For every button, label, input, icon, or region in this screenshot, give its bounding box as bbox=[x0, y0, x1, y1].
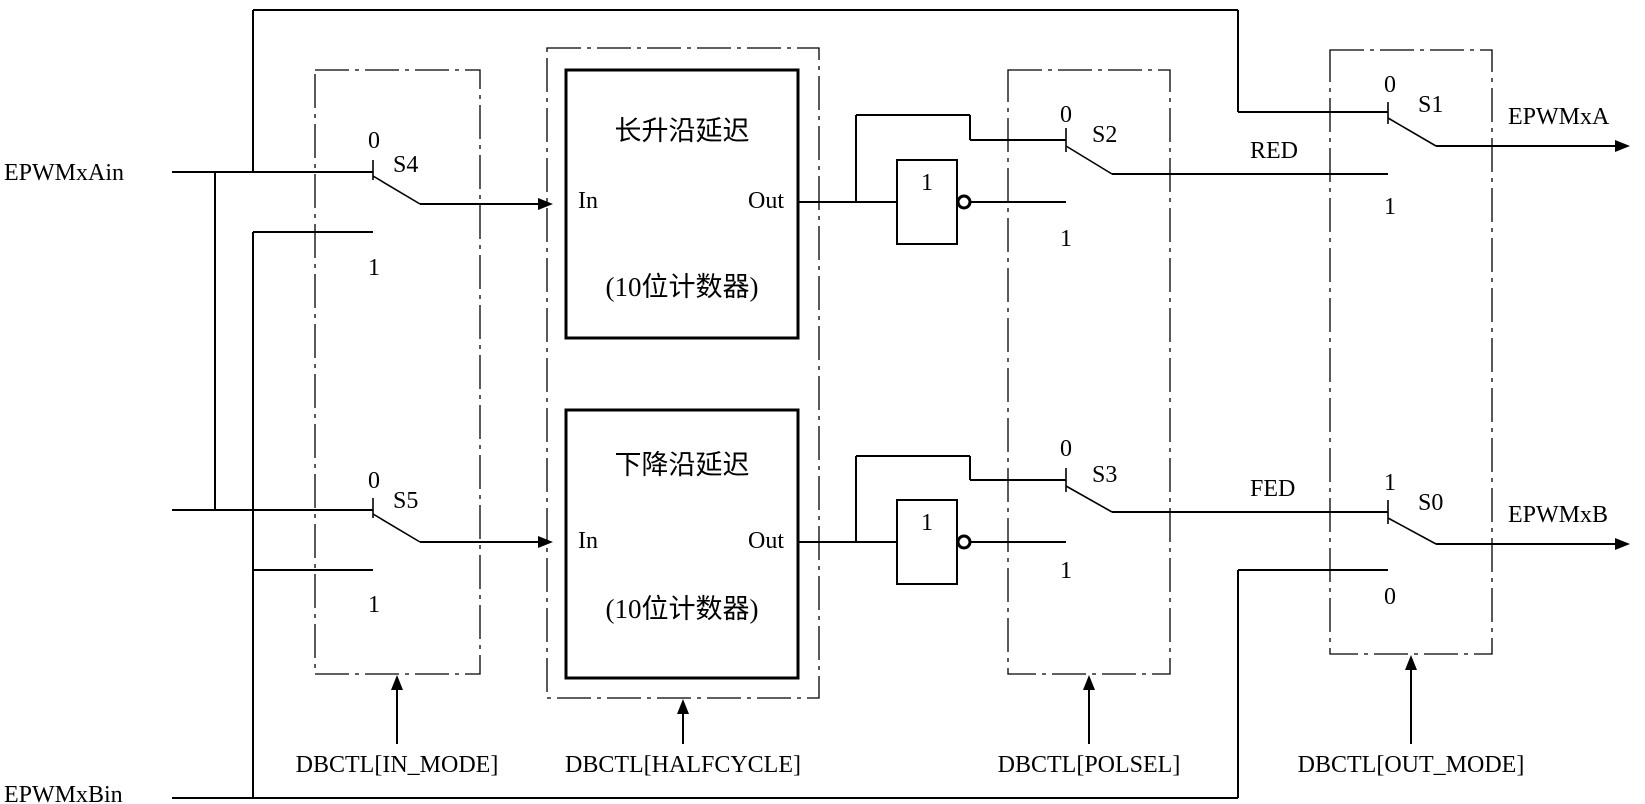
rising-edge-delay-block: 长升沿延迟 In Out (10位计数器) bbox=[564, 68, 800, 340]
in-mode-control-label: DBCTL[IN_MODE] bbox=[296, 752, 499, 778]
switch-s1: S1 0 1 bbox=[1384, 72, 1630, 220]
switch-s4-pos-bottom: 1 bbox=[368, 255, 380, 281]
switch-s1-label: S1 bbox=[1418, 92, 1443, 118]
inverter-upper-bubble bbox=[956, 194, 972, 210]
epwmxain-label: EPWMxAin bbox=[4, 160, 124, 186]
switch-s0: S0 1 0 bbox=[1384, 470, 1630, 610]
falling-delay-title: 下降沿延迟 bbox=[615, 450, 750, 480]
polsel-control-label: DBCTL[POLSEL] bbox=[998, 752, 1181, 778]
switch-s5-pos-bottom: 1 bbox=[368, 592, 380, 618]
rising-delay-counter: (10位计数器) bbox=[606, 272, 759, 302]
switch-s0-pos-top: 1 bbox=[1384, 470, 1396, 496]
falling-delay-out-port: Out bbox=[748, 528, 784, 554]
inverter-lower-label: 1 bbox=[921, 510, 933, 536]
switch-s1-pos-top: 0 bbox=[1384, 72, 1396, 98]
epwmxa-label: EPWMxA bbox=[1508, 104, 1610, 130]
switch-s2-label: S2 bbox=[1092, 122, 1117, 148]
control-halfcycle: DBCTL[HALFCYCLE] bbox=[565, 699, 801, 778]
switch-s0-pos-bottom: 0 bbox=[1384, 584, 1396, 610]
switch-s5-label: S5 bbox=[393, 488, 418, 514]
switch-s2-pos-top: 0 bbox=[1060, 102, 1072, 128]
upper-polarity-path: 1 bbox=[798, 114, 1066, 245]
switch-s5-pos-top: 0 bbox=[368, 468, 380, 494]
switch-s0-label: S0 bbox=[1418, 490, 1443, 516]
epwmxb-label: EPWMxB bbox=[1508, 502, 1608, 528]
switch-s4: S4 0 1 bbox=[368, 128, 553, 281]
lower-polarity-path: 1 bbox=[798, 455, 1066, 585]
rising-delay-title: 长升沿延迟 bbox=[615, 116, 750, 146]
halfcycle-module bbox=[546, 47, 820, 699]
switch-s4-label: S4 bbox=[393, 152, 418, 178]
inverter-upper-label: 1 bbox=[921, 170, 933, 196]
switch-s3: S3 0 1 bbox=[1060, 436, 1388, 584]
falling-delay-counter: (10位计数器) bbox=[606, 594, 759, 624]
control-in-mode: DBCTL[IN_MODE] bbox=[296, 675, 499, 778]
switch-s3-pos-top: 0 bbox=[1060, 436, 1072, 462]
switch-s2-pos-bottom: 1 bbox=[1060, 226, 1072, 252]
rising-delay-in-port: In bbox=[578, 188, 598, 214]
out-mode-control-label: DBCTL[OUT_MODE] bbox=[1298, 752, 1525, 778]
red-signal-label: RED bbox=[1250, 138, 1298, 164]
inverter-upper bbox=[896, 159, 958, 245]
switch-s3-label: S3 bbox=[1092, 462, 1117, 488]
switch-s3-pos-bottom: 1 bbox=[1060, 558, 1072, 584]
control-polsel: DBCTL[POLSEL] bbox=[998, 675, 1181, 778]
out-mode-module bbox=[1329, 49, 1493, 655]
switch-s4-pos-top: 0 bbox=[368, 128, 380, 154]
inverter-lower-bubble bbox=[956, 534, 972, 550]
input-wiring bbox=[172, 9, 1388, 799]
switch-s5: S5 0 1 bbox=[368, 468, 553, 618]
epwmxbin-label: EPWMxBin bbox=[4, 782, 123, 804]
falling-edge-delay-block: 下降沿延迟 In Out (10位计数器) bbox=[564, 408, 800, 680]
inverter-lower bbox=[896, 499, 958, 585]
polsel-module bbox=[1007, 69, 1171, 675]
switch-s1-pos-bottom: 1 bbox=[1384, 194, 1396, 220]
in-mode-module bbox=[314, 69, 481, 675]
control-out-mode: DBCTL[OUT_MODE] bbox=[1298, 655, 1525, 778]
fed-signal-label: FED bbox=[1250, 476, 1295, 502]
rising-delay-out-port: Out bbox=[748, 188, 784, 214]
halfcycle-control-label: DBCTL[HALFCYCLE] bbox=[565, 752, 801, 778]
falling-delay-in-port: In bbox=[578, 528, 598, 554]
switch-s2: S2 0 1 bbox=[1060, 102, 1388, 252]
